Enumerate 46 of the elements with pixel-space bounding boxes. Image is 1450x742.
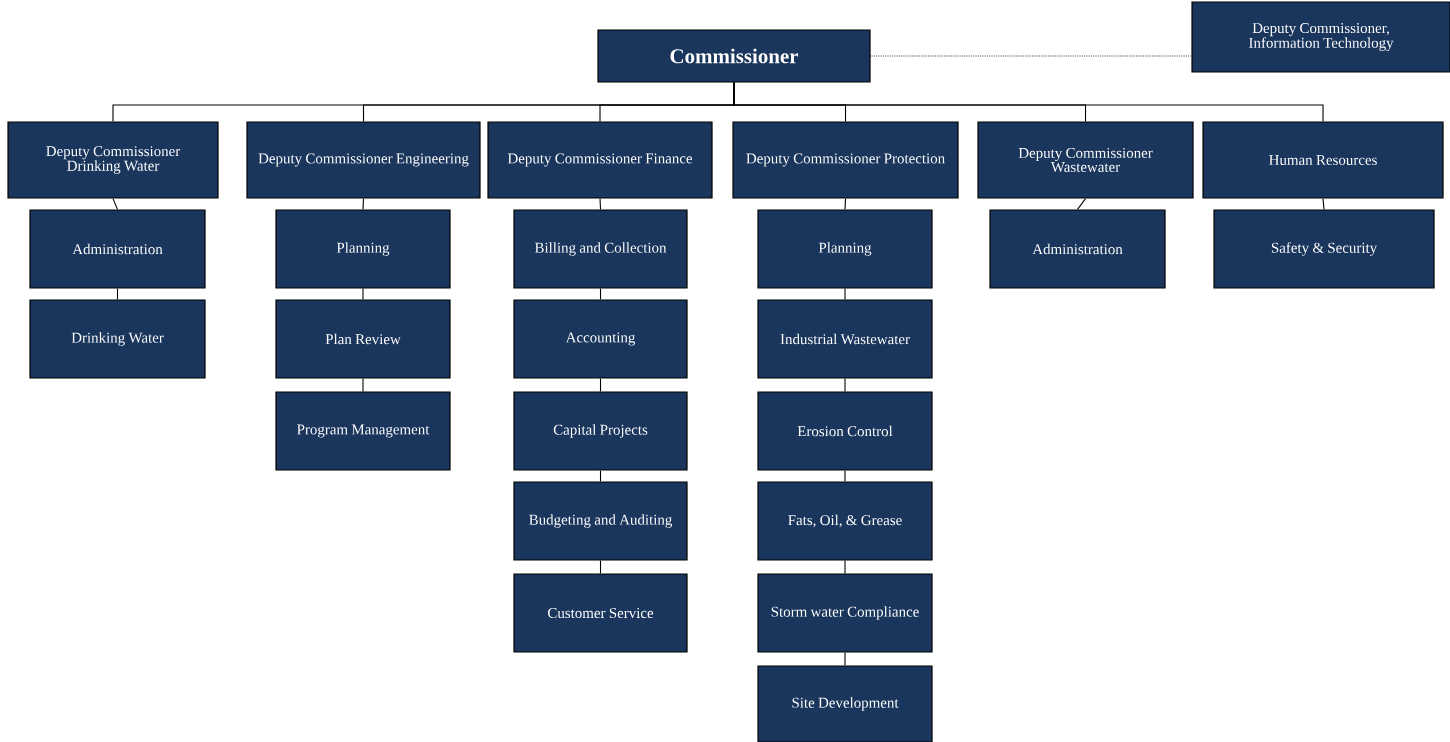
- connector-line: [362, 198, 365, 210]
- connector-line: [362, 378, 364, 392]
- org-box: Erosion Control: [757, 391, 933, 471]
- org-box: Commissioner: [597, 29, 871, 83]
- org-box: Drinking Water: [29, 299, 206, 379]
- connector-line: [844, 470, 846, 482]
- org-box: Deputy Commissioner Wastewater: [977, 121, 1194, 199]
- dotted-line: [870, 55, 1192, 57]
- connector-line: [599, 470, 602, 482]
- org-box: Accounting: [513, 299, 688, 379]
- connector-line: [844, 652, 846, 666]
- connector-line: [112, 198, 119, 210]
- connector-line: [1322, 198, 1325, 210]
- connector-line: [844, 288, 846, 300]
- org-box: Industrial Wastewater: [757, 299, 933, 379]
- connector-line: [599, 198, 602, 210]
- org-box: Fats, Oil, & Grease: [757, 481, 933, 561]
- org-box: Safety & Security: [1213, 209, 1435, 289]
- connector-line: [599, 560, 602, 574]
- org-box: Administration: [29, 209, 206, 289]
- connector-line: [733, 82, 1324, 122]
- connector-line: [844, 198, 847, 210]
- org-box: Plan Review: [275, 299, 451, 379]
- org-box: Deputy Commissioner Finance: [487, 121, 713, 199]
- org-box: Program Management: [275, 391, 451, 471]
- org-box: Capital Projects: [513, 391, 688, 471]
- connector-line: [844, 378, 846, 392]
- org-box: Planning: [757, 209, 933, 289]
- org-box: Customer Service: [513, 573, 688, 653]
- org-box: Deputy Commissioner, Information Technology: [1191, 1, 1450, 73]
- connector-line: [599, 288, 602, 300]
- org-box: Budgeting and Auditing: [513, 481, 688, 561]
- connector-line: [844, 560, 846, 574]
- org-box: Storm water Compliance: [757, 573, 933, 653]
- org-box: Human Resources: [1202, 121, 1444, 199]
- connector-line: [599, 378, 602, 392]
- connector-line: [116, 288, 119, 300]
- org-box: Deputy Commissioner Protection: [732, 121, 959, 199]
- org-box: Planning: [275, 209, 451, 289]
- connector-line: [1076, 198, 1087, 210]
- org-box: Administration: [989, 209, 1166, 289]
- org-box: Deputy Commissioner Engineering: [246, 121, 481, 199]
- org-box: Deputy Commissioner Drinking Water: [7, 121, 219, 199]
- org-box: Site Development: [757, 665, 933, 742]
- org-box: Billing and Collection: [513, 209, 688, 289]
- connector-line: [362, 288, 364, 300]
